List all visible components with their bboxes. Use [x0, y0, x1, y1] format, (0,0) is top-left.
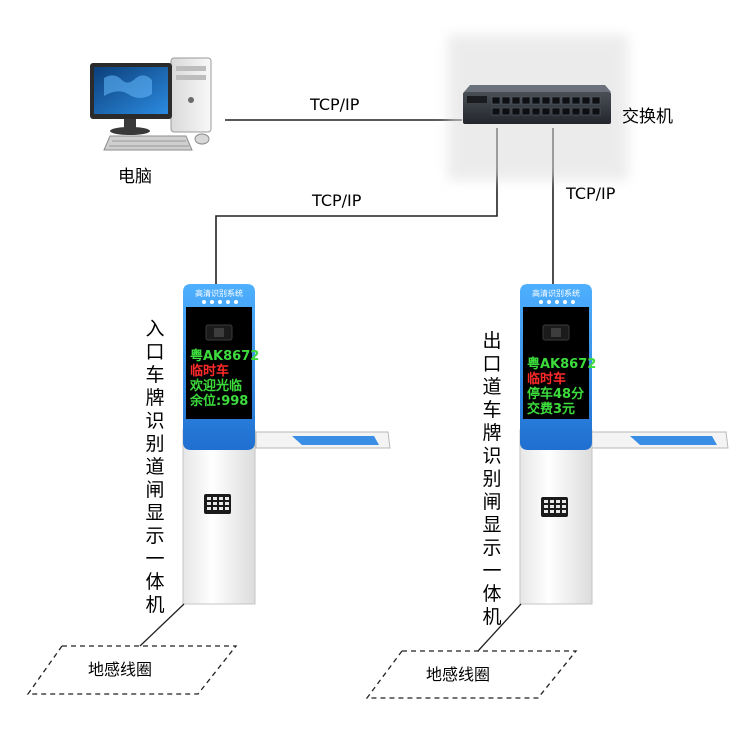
exit-gate-title: 出口道车牌识别闸显示一体机 — [482, 330, 502, 628]
entry-display-line: 余位:998 — [190, 394, 249, 409]
entry-display-text: 粤AK8672 临时车 欢迎光临 余位:998 — [190, 349, 259, 409]
switch-label: 交换机 — [622, 107, 673, 127]
exit-loop-label: 地感线圈 — [426, 665, 490, 684]
computer-label: 电脑 — [118, 167, 152, 187]
entry-display-line: 粤AK8672 — [190, 349, 260, 364]
network-switch-icon — [448, 35, 628, 180]
exit-keypad-icon — [541, 497, 568, 517]
exit-camera-icon — [542, 324, 570, 341]
exit-display-line: 粤AK8672 — [527, 357, 597, 372]
exit-barrier-arm — [591, 431, 729, 449]
exit-gate: 高清识别系统 — [519, 284, 729, 605]
exit-display-text: 粤AK8672 临时车 停车48分 交费3元 — [527, 357, 596, 417]
exit-display-line: 停车48分 — [527, 387, 585, 402]
entry-loop-label: 地感线圈 — [88, 660, 152, 679]
entry-barrier-arm — [255, 431, 391, 449]
entry-display-line: 临时车 — [190, 364, 230, 379]
desktop-computer-icon — [90, 57, 212, 151]
exit-indicator-lights — [539, 300, 575, 304]
link-label-pc-switch: TCP/IP — [309, 95, 360, 114]
exit-display-line: 交费3元 — [527, 402, 576, 417]
entry-display-line: 欢迎光临 — [190, 379, 243, 394]
entry-head-caption: 高清识别系统 — [195, 288, 243, 298]
entry-indicator-lights — [202, 300, 238, 304]
link-label-switch-entry: TCP/IP — [311, 191, 362, 210]
entry-keypad-icon — [204, 494, 231, 514]
entry-gate-body — [182, 429, 256, 605]
exit-loop-coil — [365, 603, 578, 699]
entry-loop-coil — [26, 603, 238, 695]
link-label-switch-exit: TCP/IP — [565, 184, 616, 203]
exit-display-line: 临时车 — [527, 372, 567, 387]
exit-head-caption: 高清识别系统 — [532, 288, 580, 298]
entry-camera-icon — [205, 324, 233, 341]
entry-gate: 高清识别系统 — [182, 284, 391, 605]
entry-gate-title: 入口车牌识别道闸显示一体机 — [145, 318, 165, 616]
